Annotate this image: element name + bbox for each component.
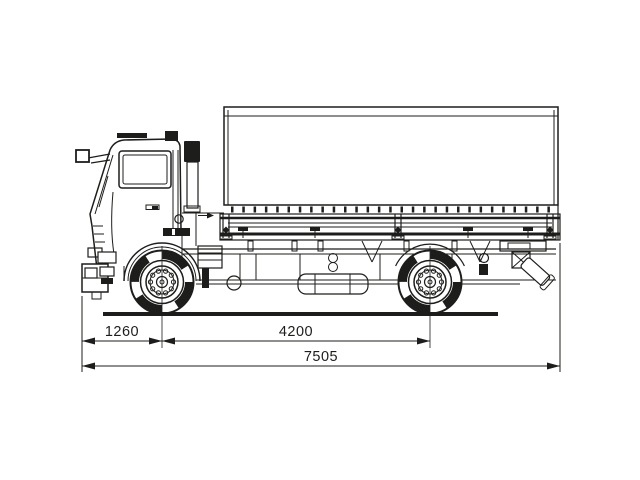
air-tank bbox=[328, 253, 338, 263]
air-tank bbox=[328, 262, 338, 272]
roof-marker bbox=[117, 133, 147, 138]
dim-overall-length-label: 7505 bbox=[304, 349, 338, 365]
side-marker bbox=[163, 228, 190, 236]
dim-front-overhang-label: 1260 bbox=[105, 324, 139, 340]
board-clamps bbox=[238, 227, 533, 238]
dim-wheelbase-label: 4200 bbox=[279, 324, 313, 340]
intake-stack bbox=[183, 141, 201, 213]
tarpaulin-cover bbox=[223, 106, 559, 206]
cab bbox=[75, 131, 201, 300]
tow-pin bbox=[91, 291, 102, 300]
side-mirror bbox=[75, 149, 111, 164]
leader-arrow bbox=[207, 212, 214, 219]
lug-nuts bbox=[147, 268, 177, 296]
exhaust-tip bbox=[520, 257, 555, 291]
fuel-tank bbox=[297, 273, 369, 295]
rear-mudguard bbox=[395, 243, 465, 267]
board-latches bbox=[219, 214, 557, 240]
roof-deflector bbox=[165, 131, 178, 141]
cross-members bbox=[247, 240, 491, 263]
side-boards bbox=[219, 213, 561, 241]
chassis bbox=[181, 212, 556, 295]
side-window bbox=[118, 150, 172, 189]
fog-lamp bbox=[84, 267, 98, 279]
cargo-body bbox=[219, 106, 561, 263]
air-reservoir bbox=[226, 275, 242, 291]
battery-box bbox=[197, 245, 223, 269]
fuel-filler-cap bbox=[174, 214, 184, 224]
dimension-annotations: 1260 4200 7505 bbox=[81, 243, 561, 372]
lug-nuts bbox=[415, 268, 445, 296]
front-mudflap bbox=[202, 268, 209, 288]
cab-steps bbox=[97, 251, 117, 284]
tow-hook bbox=[478, 252, 490, 264]
rear-equipment bbox=[478, 240, 555, 291]
